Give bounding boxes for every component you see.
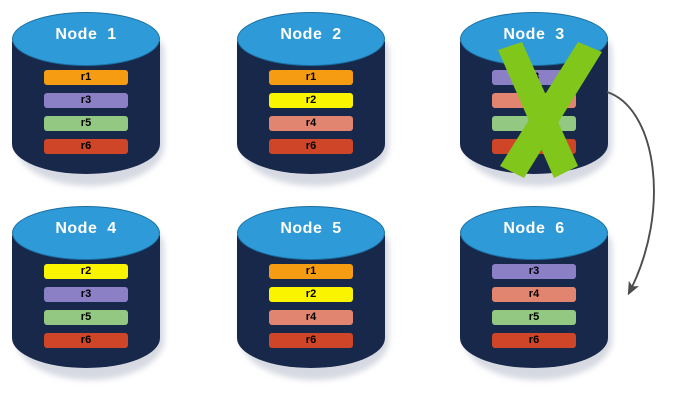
replica-bar[interactable]: r6 <box>492 333 576 348</box>
replica-bar[interactable]: r1 <box>44 70 128 85</box>
node-title: Node 6 <box>503 220 565 237</box>
replica-bar[interactable]: r5 <box>44 310 128 325</box>
replica-list: r3 r4 r5 r6 <box>492 264 576 348</box>
database-node-4[interactable]: Node 4 r2 r3 r5 r6 <box>12 206 164 380</box>
database-node-3[interactable]: Node 3 r3 r4 r5 r6 <box>460 12 612 186</box>
replica-bar[interactable]: r2 <box>44 264 128 279</box>
replica-bar[interactable]: r6 <box>269 139 353 154</box>
replica-bar[interactable]: r3 <box>44 287 128 302</box>
node-title: Node 5 <box>280 220 342 237</box>
replica-bar[interactable]: r4 <box>492 93 576 108</box>
database-node-6[interactable]: Node 6 r3 r4 r5 r6 <box>460 206 612 380</box>
replica-bar[interactable]: r6 <box>492 139 576 154</box>
replica-bar[interactable]: r6 <box>44 139 128 154</box>
replica-bar[interactable]: r5 <box>492 116 576 131</box>
replica-bar[interactable]: r6 <box>269 333 353 348</box>
replica-list: r1 r3 r5 r6 <box>44 70 128 154</box>
replica-bar[interactable]: r5 <box>44 116 128 131</box>
node-title: Node 1 <box>55 26 117 43</box>
replica-list: r1 r2 r4 r6 <box>269 264 353 348</box>
database-node-1[interactable]: Node 1 r1 r3 r5 r6 <box>12 12 164 186</box>
replica-bar[interactable]: r1 <box>269 264 353 279</box>
replica-bar[interactable]: r4 <box>269 310 353 325</box>
cylinder-top-ellipse <box>12 206 160 260</box>
cylinder-top-ellipse <box>237 12 385 66</box>
database-node-2[interactable]: Node 2 r1 r2 r4 r6 <box>237 12 389 186</box>
replica-bar[interactable]: r3 <box>492 264 576 279</box>
replica-bar[interactable]: r4 <box>492 287 576 302</box>
database-node-5[interactable]: Node 5 r1 r2 r4 r6 <box>237 206 389 380</box>
replica-bar[interactable]: r3 <box>492 70 576 85</box>
replica-bar[interactable]: r2 <box>269 287 353 302</box>
node-title: Node 3 <box>503 26 565 43</box>
replica-bar[interactable]: r2 <box>269 93 353 108</box>
node-title: Node 2 <box>280 26 342 43</box>
cylinder-top-ellipse <box>12 12 160 66</box>
replica-list: r2 r3 r5 r6 <box>44 264 128 348</box>
replica-bar[interactable]: r5 <box>492 310 576 325</box>
replica-bar[interactable]: r1 <box>269 70 353 85</box>
replica-bar[interactable]: r3 <box>44 93 128 108</box>
node-title: Node 4 <box>55 220 117 237</box>
replica-list: r3 r4 r5 r6 <box>492 70 576 154</box>
replica-bar[interactable]: r6 <box>44 333 128 348</box>
cylinder-top-ellipse <box>460 206 608 260</box>
cylinder-top-ellipse <box>237 206 385 260</box>
replica-list: r1 r2 r4 r6 <box>269 70 353 154</box>
replica-bar[interactable]: r4 <box>269 116 353 131</box>
